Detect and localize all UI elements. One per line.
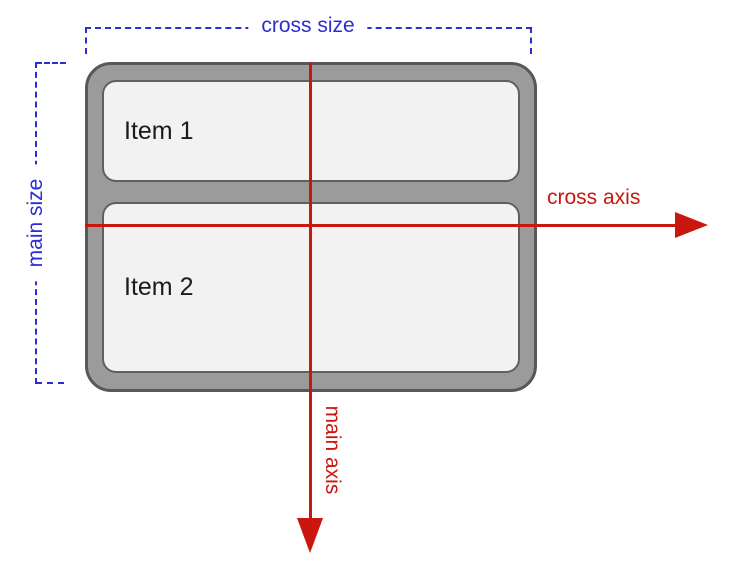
cross-axis-arrowhead-icon bbox=[675, 212, 708, 238]
main-size-bracket-top-tick bbox=[36, 62, 66, 64]
main-axis-label: main axis bbox=[321, 405, 344, 495]
flex-item-2-label: Item 2 bbox=[124, 273, 194, 301]
main-axis-arrowhead-icon bbox=[297, 518, 323, 553]
cross-axis-label: cross axis bbox=[547, 186, 641, 209]
main-size-bracket-bottom-tick bbox=[36, 382, 64, 384]
cross-size-label: cross size bbox=[248, 14, 368, 38]
cross-axis-line bbox=[85, 224, 675, 227]
cross-size-bracket-left-tick bbox=[85, 27, 87, 54]
flex-item-1-label: Item 1 bbox=[124, 116, 194, 145]
main-size-label: main size bbox=[24, 164, 48, 282]
cross-size-bracket-right-tick bbox=[530, 27, 532, 54]
main-axis-line bbox=[309, 62, 312, 518]
